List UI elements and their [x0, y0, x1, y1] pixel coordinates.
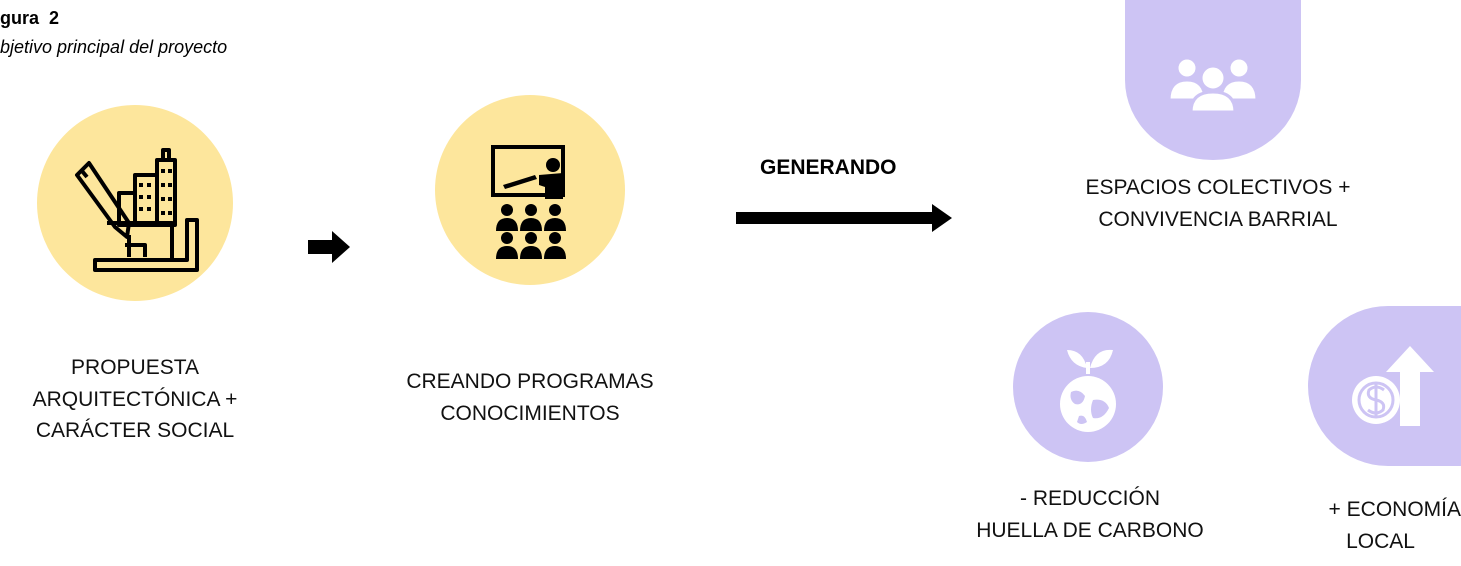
- figure-number: gura 2: [0, 8, 60, 28]
- money-growth-icon: [1352, 346, 1434, 426]
- people-group-icon: [1167, 56, 1259, 114]
- programas-line-1: CREANDO PROGRAMAS: [406, 370, 654, 393]
- long-right-arrow: [736, 204, 952, 232]
- economia-line-1: + ECONOMÍA: [1328, 498, 1461, 521]
- propuesta-line-1: PROPUESTA: [71, 356, 199, 379]
- programas-circle: [435, 95, 625, 285]
- economia-circle: [1308, 306, 1461, 466]
- carbono-line-2: HUELLA DE CARBONO: [976, 518, 1204, 542]
- programas-label: CREANDO PROGRAMAS CONOCIMIENTOS: [400, 366, 660, 429]
- espacios-line-1: ESPACIOS COLECTIVOS +: [1085, 176, 1351, 199]
- programas-line-2: CONOCIMIENTOS: [440, 401, 620, 425]
- propuesta-circle: [37, 105, 233, 301]
- economia-line-2: LOCAL: [1346, 529, 1415, 553]
- figure-subtitle: bjetivo principal del proyecto: [0, 37, 228, 57]
- propuesta-label: PROPUESTA ARQUITECTÓNICA + CARÁCTER SOCI…: [10, 352, 260, 447]
- espacios-label: ESPACIOS COLECTIVOS + CONVIVENCIA BARRIA…: [1070, 172, 1366, 235]
- propuesta-line-2: ARQUITECTÓNICA +: [32, 387, 238, 411]
- connector-label: GENERANDO: [760, 156, 897, 179]
- economia-label: + ECONOMÍA LOCAL: [1300, 494, 1461, 557]
- espacios-line-2: CONVIVENCIA BARRIAL: [1098, 207, 1338, 231]
- small-right-arrow: [308, 231, 350, 263]
- teacher-audience-icon: [491, 145, 566, 259]
- globe-sprout-icon: [1060, 349, 1116, 432]
- carbono-line-1: - REDUCCIÓN: [1020, 487, 1160, 510]
- architecture-plan-icon: [75, 148, 199, 272]
- carbono-label: - REDUCCIÓN HUELLA DE CARBONO: [940, 483, 1240, 546]
- espacios-circle: [1125, 0, 1301, 160]
- propuesta-line-3: CARÁCTER SOCIAL: [35, 419, 235, 442]
- carbono-circle: [1013, 312, 1163, 462]
